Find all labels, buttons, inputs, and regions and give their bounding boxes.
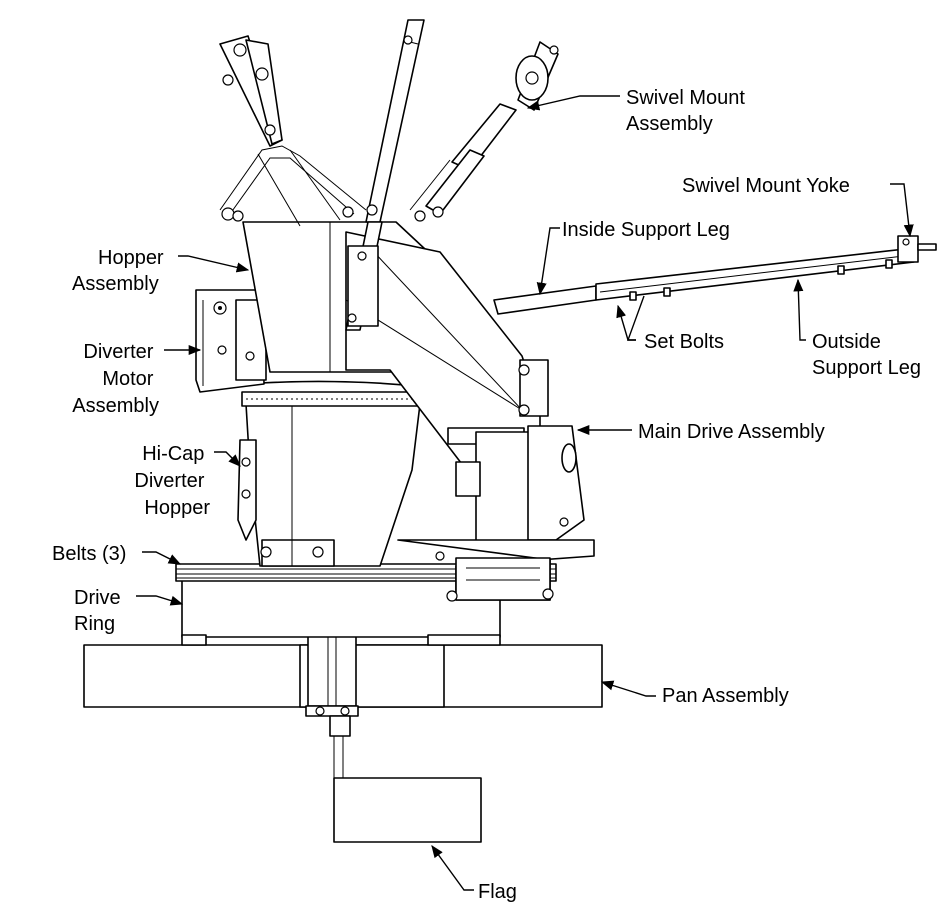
callout-swivel-mount-assembly: Swivel Mount Assembly	[626, 87, 751, 135]
diverter-motor-assembly-part	[195, 289, 267, 393]
swivel-mount-assembly-part	[219, 19, 559, 331]
callout-inside-support-leg: Inside Support Leg	[562, 219, 730, 241]
pan-assembly-part	[83, 633, 603, 737]
callout-flag: Flag	[478, 881, 517, 903]
callout-line: Diverter	[134, 470, 204, 492]
flag-part	[333, 715, 482, 843]
callout-line: Motor	[102, 368, 153, 390]
callout-line: Outside	[812, 331, 881, 353]
callout-line: Assembly	[72, 273, 159, 295]
callout-line: Hopper	[98, 247, 164, 269]
callout-pan-assembly: Pan Assembly	[662, 685, 789, 707]
support-legs-part	[493, 235, 937, 315]
hicap-diverter-hopper-part	[217, 380, 443, 567]
callout-line: Swivel Mount	[626, 87, 745, 109]
callout-line: Hopper	[144, 497, 210, 519]
callout-diverter-motor-assembly: Diverter Motor Assembly	[72, 341, 159, 417]
leader-lines	[136, 95, 914, 891]
main-drive-assembly-part	[345, 231, 595, 602]
callout-line: Drive	[74, 587, 121, 609]
callout-main-drive-assembly: Main Drive Assembly	[638, 421, 825, 443]
callout-hicap-diverter-hopper: Hi-Cap Diverter Hopper	[134, 443, 210, 519]
callout-line: Ring	[74, 613, 115, 635]
callout-line: Diverter	[83, 341, 153, 363]
callout-line: Assembly	[626, 113, 713, 135]
callout-drive-ring: Drive Ring	[74, 587, 126, 635]
callout-outside-support-leg: Outside Support Leg	[812, 331, 921, 379]
callout-swivel-mount-yoke: Swivel Mount Yoke	[682, 175, 850, 197]
callout-set-bolts: Set Bolts	[644, 331, 724, 353]
callout-belts: Belts (3)	[52, 543, 126, 565]
callout-hopper-assembly: Hopper Assembly	[72, 247, 169, 295]
callout-line: Assembly	[72, 395, 159, 417]
callout-line: Support Leg	[812, 357, 921, 379]
drive-ring-part	[181, 579, 501, 646]
callout-line: Hi-Cap	[142, 443, 204, 465]
